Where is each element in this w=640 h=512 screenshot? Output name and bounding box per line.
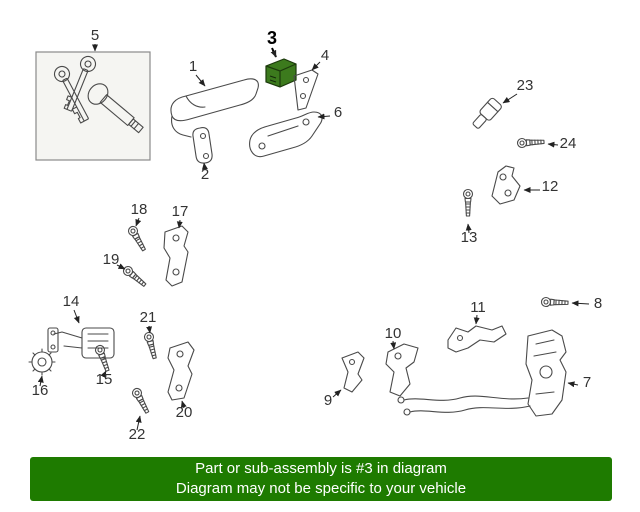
callout-12: 12: [542, 178, 559, 195]
part-4-plate-drawing: [293, 69, 319, 111]
part-19-bolt-drawing: [121, 264, 149, 290]
callout-5: 5: [91, 27, 99, 44]
part-3-highlighted-drawing: [265, 58, 297, 88]
callout-3: 3: [267, 28, 277, 48]
callout-9: 9: [324, 392, 332, 409]
callout-17: 17: [172, 203, 189, 220]
callout-22: 22: [129, 426, 146, 443]
part-11-bracket-drawing: [447, 325, 507, 353]
part-12-bracket-drawing: [491, 165, 521, 205]
part-13-bolt-drawing: [462, 188, 474, 217]
callout-24: 24: [560, 135, 577, 152]
part-8-screw-drawing: [540, 296, 569, 308]
part-24-screw-drawing: [516, 136, 545, 149]
highlight-banner: Part or sub-assembly is #3 in diagram Di…: [30, 457, 612, 501]
callout-15: 15: [96, 371, 113, 388]
banner-line1: Part or sub-assembly is #3 in diagram: [195, 460, 447, 477]
callout-2: 2: [201, 166, 209, 183]
parts-diagram: 5 1 2 3 4 6: [28, 27, 602, 443]
part-16-grommet-drawing: [28, 348, 56, 376]
callout-19: 19: [103, 251, 120, 268]
callout-14: 14: [63, 293, 80, 310]
callout-21: 21: [140, 309, 157, 326]
callout-6: 6: [334, 104, 342, 121]
callout-20: 20: [176, 404, 193, 421]
banner-line2: Diagram may not be specific to your vehi…: [175, 480, 467, 497]
part-14-door-check-drawing: [47, 327, 115, 359]
callout-23: 23: [517, 77, 534, 94]
part-22-bolt-drawing: [130, 386, 152, 416]
part-5-key-set-drawing: [35, 51, 151, 161]
part-1-handle-drawing: [170, 78, 259, 138]
part-2-bracket-drawing: [192, 127, 213, 164]
part-9-bracket-drawing: [341, 351, 365, 393]
callout-10: 10: [385, 325, 402, 342]
callout-13: 13: [461, 229, 478, 246]
part-10-bracket-drawing: [385, 343, 419, 397]
callout-1: 1: [189, 58, 197, 75]
part-23-clip-drawing: [472, 97, 502, 129]
part-18-bolt-drawing: [126, 224, 149, 253]
part-21-bolt-drawing: [142, 330, 160, 360]
callout-18: 18: [131, 201, 148, 218]
callout-11: 11: [470, 299, 486, 316]
callout-4: 4: [321, 47, 329, 64]
part-6-reinforcement-drawing: [249, 111, 323, 158]
callout-7: 7: [583, 374, 591, 391]
callout-16: 16: [32, 382, 49, 399]
part-20-bracket-drawing: [167, 341, 195, 401]
callout-8: 8: [594, 295, 602, 312]
part-7-actuator-drawing: [397, 329, 567, 417]
part-17-bracket-drawing: [163, 225, 189, 287]
